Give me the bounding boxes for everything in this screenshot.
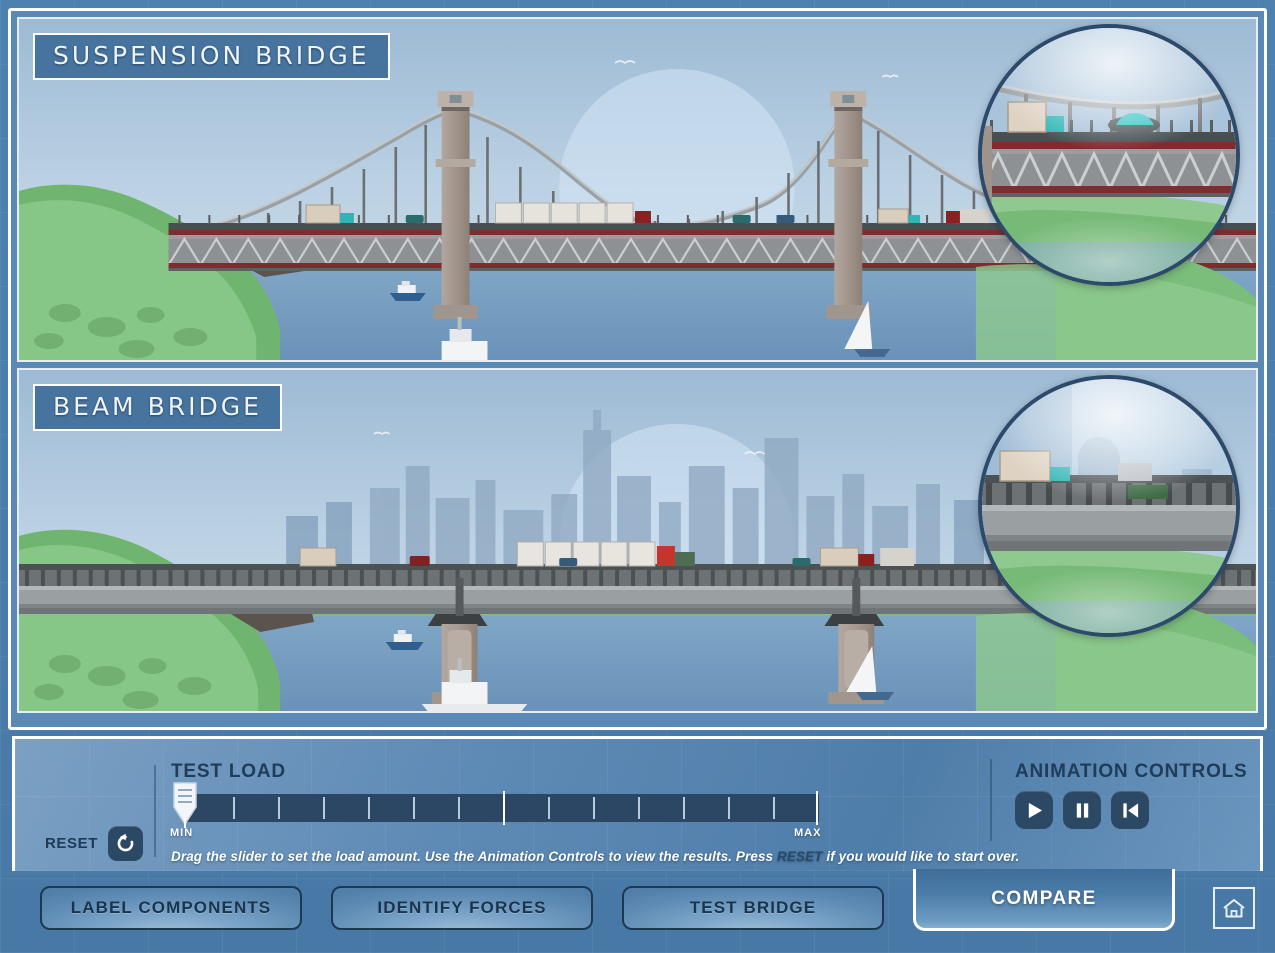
magnifier-suspension[interactable] <box>978 24 1240 286</box>
tab-label-components[interactable]: LABEL COMPONENTS <box>40 886 302 930</box>
slider-tick <box>278 797 280 819</box>
slider-tick <box>368 797 370 819</box>
tab-label: COMPARE <box>991 887 1097 909</box>
scene-title-suspension: SUSPENSION BRIDGE <box>33 33 390 80</box>
divider-right <box>990 759 992 841</box>
magnifier-beam-content <box>982 379 1236 633</box>
tab-compare[interactable]: COMPARE <box>913 869 1175 931</box>
magnifier-beam[interactable] <box>978 375 1240 637</box>
tab-label: TEST BRIDGE <box>689 898 817 917</box>
slider-tick <box>638 797 640 819</box>
tab-identify-forces[interactable]: IDENTIFY FORCES <box>331 886 593 930</box>
test-load-slider-track[interactable] <box>183 791 819 825</box>
beam-bridge-illustration <box>19 370 1256 711</box>
tab-label: LABEL COMPONENTS <box>70 898 272 917</box>
slider-tick <box>593 797 595 819</box>
instruction-reset-highlight: RESET <box>777 849 823 864</box>
play-button[interactable] <box>1015 791 1053 829</box>
reset-label: RESET <box>45 835 99 852</box>
instruction-part2: if you would like to start over. <box>822 849 1020 864</box>
animation-controls-title: ANIMATION CONTROLS <box>1015 761 1248 782</box>
slider-tick-max <box>816 791 818 825</box>
scene-suspension-bridge: SUSPENSION BRIDGE <box>17 17 1258 362</box>
reset-arrow-icon <box>117 833 134 852</box>
test-load-slider-handle[interactable] <box>170 781 200 834</box>
pause-icon <box>1076 802 1088 818</box>
slider-tick <box>548 797 550 819</box>
tab-label: IDENTIFY FORCES <box>377 898 547 917</box>
slider-tick <box>233 797 235 819</box>
slider-tick-midpoint <box>503 791 505 825</box>
slider-tick <box>728 797 730 819</box>
scene-title-beam: BEAM BRIDGE <box>33 384 282 431</box>
instruction-part1: Drag the slider to set the load amount. … <box>171 849 778 864</box>
home-button[interactable] <box>1213 887 1255 929</box>
control-panel: RESET TEST LOAD <box>12 736 1263 871</box>
slider-tick <box>683 797 685 819</box>
slider-tick <box>413 797 415 819</box>
tab-bar: LABEL COMPONENTS IDENTIFY FORCES TEST BR… <box>0 869 1275 953</box>
slider-min-label: MIN <box>170 827 194 839</box>
magnifier-suspension-content <box>982 28 1236 282</box>
house-icon <box>1223 899 1245 918</box>
rewind-to-start-icon <box>1122 802 1138 818</box>
scene-beam-bridge: BEAM BRIDGE <box>17 368 1258 713</box>
slider-tick <box>773 797 775 819</box>
play-icon <box>1028 802 1042 818</box>
slider-handle-icon <box>173 782 197 828</box>
reset-button[interactable] <box>108 826 144 861</box>
scene-title-label: BEAM BRIDGE <box>53 392 262 421</box>
pause-button[interactable] <box>1063 791 1101 829</box>
scenes-frame: SUSPENSION BRIDGE <box>8 8 1267 730</box>
scene-title-label: SUSPENSION BRIDGE <box>53 41 370 70</box>
tab-test-bridge[interactable]: TEST BRIDGE <box>622 886 884 930</box>
reset-control[interactable]: RESET <box>45 826 144 861</box>
slider-max-label: MAX <box>794 827 822 839</box>
slider-tick <box>458 797 460 819</box>
instruction-text: Drag the slider to set the load amount. … <box>171 849 1019 864</box>
animation-controls-buttons <box>1015 791 1149 829</box>
slider-tick <box>323 797 325 819</box>
divider-left <box>154 765 156 857</box>
rewind-button[interactable] <box>1111 791 1149 829</box>
test-load-title: TEST LOAD <box>171 761 286 782</box>
